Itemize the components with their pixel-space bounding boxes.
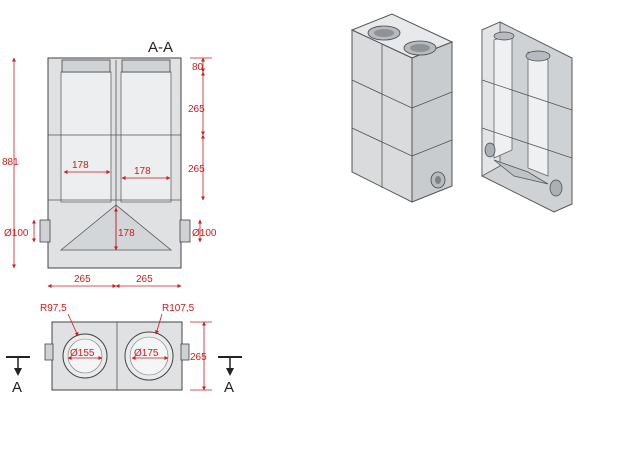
isometric-block	[350, 13, 454, 203]
section-marker-right: A	[218, 356, 242, 396]
dim-plan-height: 265	[190, 352, 207, 363]
dim-bottom-right: 265	[136, 274, 153, 285]
dim-overall: 881	[2, 157, 19, 168]
section-view: A-A 80 265 265 881	[2, 39, 217, 288]
left-pipe-stub	[39, 219, 51, 243]
left-flue-channel	[60, 71, 112, 203]
plan-radius-right: R107,5	[162, 303, 195, 314]
section-marker-left-label: A	[12, 379, 22, 396]
dim-pipe-right: Ø100	[192, 228, 217, 239]
plan-radius-left: R97,5	[40, 303, 67, 314]
dim-bottom-left: 265	[74, 274, 91, 285]
dim-top: 80	[192, 62, 204, 73]
plan-dia-left: Ø155	[70, 348, 95, 359]
dim-inner-right: 178	[134, 166, 151, 177]
right-pipe-stub	[179, 219, 191, 243]
section-marker-left: A	[6, 356, 30, 396]
dim-inner-vertical: 178	[118, 228, 135, 239]
isometric-cutaway	[481, 21, 573, 213]
dim-inner-left: 178	[72, 160, 89, 171]
plan-dia-right: Ø175	[134, 348, 159, 359]
dim-pipe-left: Ø100	[4, 228, 29, 239]
plan-view: R97,5 R107,5 Ø155 Ø175 265 A A	[6, 303, 242, 396]
dim-row1: 265	[188, 104, 205, 115]
section-title: A-A	[148, 39, 173, 56]
right-flue-channel	[120, 71, 172, 203]
dim-row2: 265	[188, 164, 205, 175]
section-marker-right-label: A	[224, 379, 234, 396]
